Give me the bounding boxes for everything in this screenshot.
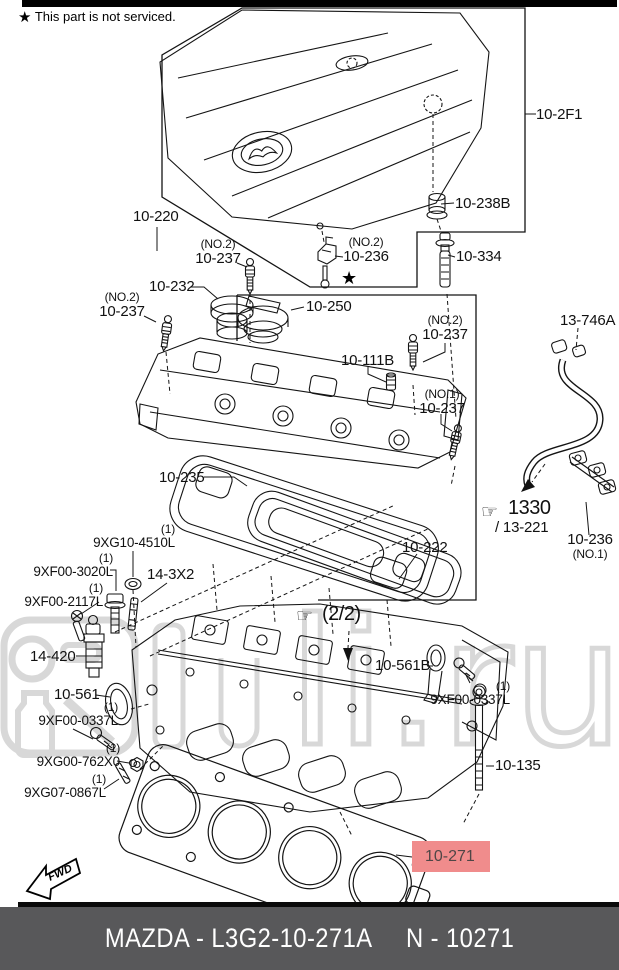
part-label-10-236-no2: (NO.2) 10-236: [343, 235, 389, 265]
grommet-238b-drawing: [426, 192, 448, 220]
engine-cover-drawing: [159, 9, 490, 230]
part-label-10-232: 10-232: [149, 278, 195, 295]
part-label-9XG07-0867L: (1) 9XG07-0867L: [24, 772, 106, 800]
part-label-10-237-b: (NO.2) 10-237: [99, 290, 145, 320]
part-label-10-222: 10-222: [402, 539, 448, 556]
leader-lines: [72, 113, 590, 858]
part-label-9XG10-4510L: (1) 9XG10-4510L: [93, 522, 175, 550]
stud-111b-drawing: [385, 372, 397, 391]
part-label-9XF00-2117L: (1) 9XF00-2117L: [24, 581, 103, 609]
hand-pointer-icon-1330: ☞: [481, 502, 499, 523]
part-label-14-3X2: 14-3X2: [147, 566, 195, 583]
part-label-9XF00-0337L-left: (1) 9XF00-0337L: [38, 700, 118, 728]
bolt-334-drawing: [435, 232, 455, 288]
part-label-10-237-c: (NO.2) 10-237: [422, 313, 468, 343]
assembly-dashed-lines: [114, 114, 579, 837]
part-label-9XF00-0337L-right: (1) 9XF00-0337L: [430, 679, 510, 707]
not-serviced-note: ★ This part is not serviced.: [18, 9, 176, 26]
part-label-14-420: 14-420: [30, 648, 76, 665]
part-label-9XF00-3020L: (1) 9XF00-3020L: [33, 551, 113, 579]
washer-4510-drawing: [124, 577, 142, 591]
stud-0867-drawing: [115, 758, 138, 784]
valve-420-drawing: [83, 614, 105, 678]
screw-2117-drawing: [70, 609, 86, 642]
clip-236-no1-drawing: [568, 450, 617, 495]
part-label-13-746A: 13-746A: [560, 312, 616, 329]
screw-0337-left-drawing: [89, 726, 116, 751]
oil-cap-250-drawing: [237, 295, 289, 344]
gasket-561-drawing: [105, 682, 133, 726]
seal-232-drawing: [210, 295, 254, 340]
clip-236-no2-drawing: [317, 236, 337, 289]
part-label-10-235: 10-235: [159, 469, 205, 486]
footer-part-code: MAZDA - L3G2-10-271A: [104, 923, 373, 953]
direction-arrowheads: [343, 479, 535, 661]
footer-part-number: N - 10271: [405, 923, 515, 953]
footer-divider: [18, 902, 619, 907]
part-label-10-220: 10-220: [133, 208, 179, 225]
bolt-3020-drawing: [104, 593, 126, 634]
hose-746a-drawing: [523, 339, 604, 488]
ref-label-1330: 1330: [508, 497, 551, 519]
valve-cover-drawing: [135, 337, 467, 469]
cylinder-head-drawing: [131, 603, 509, 813]
part-label-9XG00-762X0: (1) 9XG00-762X0: [36, 741, 121, 769]
star-icon: ★: [18, 9, 32, 26]
highlighted-part-label-10-271[interactable]: 10-271: [412, 841, 490, 872]
part-label-10-237-no1: (NO.1) 10-237: [419, 387, 465, 417]
hand-pointer-icon: ☞: [296, 606, 314, 627]
top-divider-bar: [22, 0, 617, 7]
part-label-10-111B: 10-111B: [341, 352, 395, 369]
not-serviced-star-mark: ★: [341, 268, 357, 288]
bracket-561b-drawing: [423, 644, 446, 704]
ref-label-13-221: / 13-221: [495, 519, 549, 536]
part-label-10-135: 10-135: [495, 757, 541, 774]
part-label-10-561B: 10-561B: [375, 657, 431, 674]
part-label-10-2F1: 10-2F1: [536, 106, 583, 123]
part-label-10-250: 10-250: [306, 298, 352, 315]
part-label-10-237-a: (NO.2) 10-237: [195, 237, 241, 267]
sheet-indicator: (2/2): [322, 603, 361, 625]
bolt-135-drawing: [469, 685, 489, 791]
part-label-10-236-no1: 10-236 (NO.1): [567, 531, 613, 561]
fwd-arrow: FWD: [25, 857, 82, 901]
part-label-10-238B: 10-238B: [455, 195, 511, 212]
part-label-10-561: 10-561: [54, 686, 100, 703]
part-label-10-334: 10-334: [456, 248, 502, 265]
footer-bar: MAZDA - L3G2-10-271A N - 10271: [0, 907, 619, 970]
